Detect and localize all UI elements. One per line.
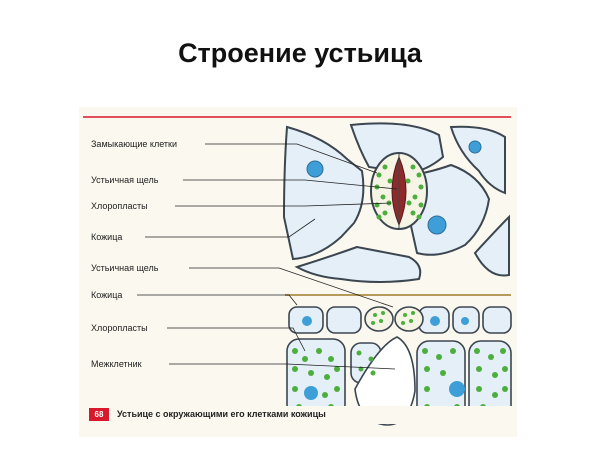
nucleus (430, 316, 440, 326)
nucleus (468, 140, 482, 154)
cross-leader-lines (137, 267, 396, 370)
label-stomatal-slit-cross: Устьичная щель (91, 263, 159, 273)
nucleus (302, 316, 312, 326)
epidermal-cell (449, 125, 506, 195)
epidermal-cell (349, 122, 445, 174)
nucleus (427, 215, 447, 235)
nucleus (449, 381, 465, 397)
epidermal-cell (473, 214, 510, 277)
label-chloroplasts-top: Хлоропласты (91, 201, 148, 211)
label-epidermis-cross: Кожица (91, 290, 123, 300)
nucleus (461, 317, 469, 325)
stomata-diagram (83, 116, 512, 426)
label-chloroplasts-cross: Хлоропласты (91, 323, 148, 333)
top-leader-lines (145, 143, 398, 238)
page-number-badge: 68 (89, 408, 109, 421)
slide-title: Строение устьица (178, 38, 422, 68)
figure-caption-bar: 68 Устьице с окружающими его клетками ко… (79, 406, 517, 424)
label-guard-cells: Замыкающие клетки (91, 139, 178, 149)
nucleus (304, 386, 318, 400)
stomata-figure: Замыкающие клетки Устьичная щель Хлоропл… (79, 107, 517, 437)
label-stomatal-slit-top: Устьичная щель (91, 175, 159, 185)
label-intercellular-space: Межклетник (91, 359, 142, 369)
label-epidermis-top: Кожица (91, 232, 123, 242)
epidermal-cell (294, 245, 422, 283)
top-view (282, 122, 510, 283)
epidermal-cell (282, 125, 365, 261)
figure-caption: Устьице с окружающими его клетками кожиц… (117, 409, 326, 419)
cross-guard-cells (364, 306, 424, 332)
guard-cells (370, 152, 428, 230)
nucleus (306, 160, 324, 178)
